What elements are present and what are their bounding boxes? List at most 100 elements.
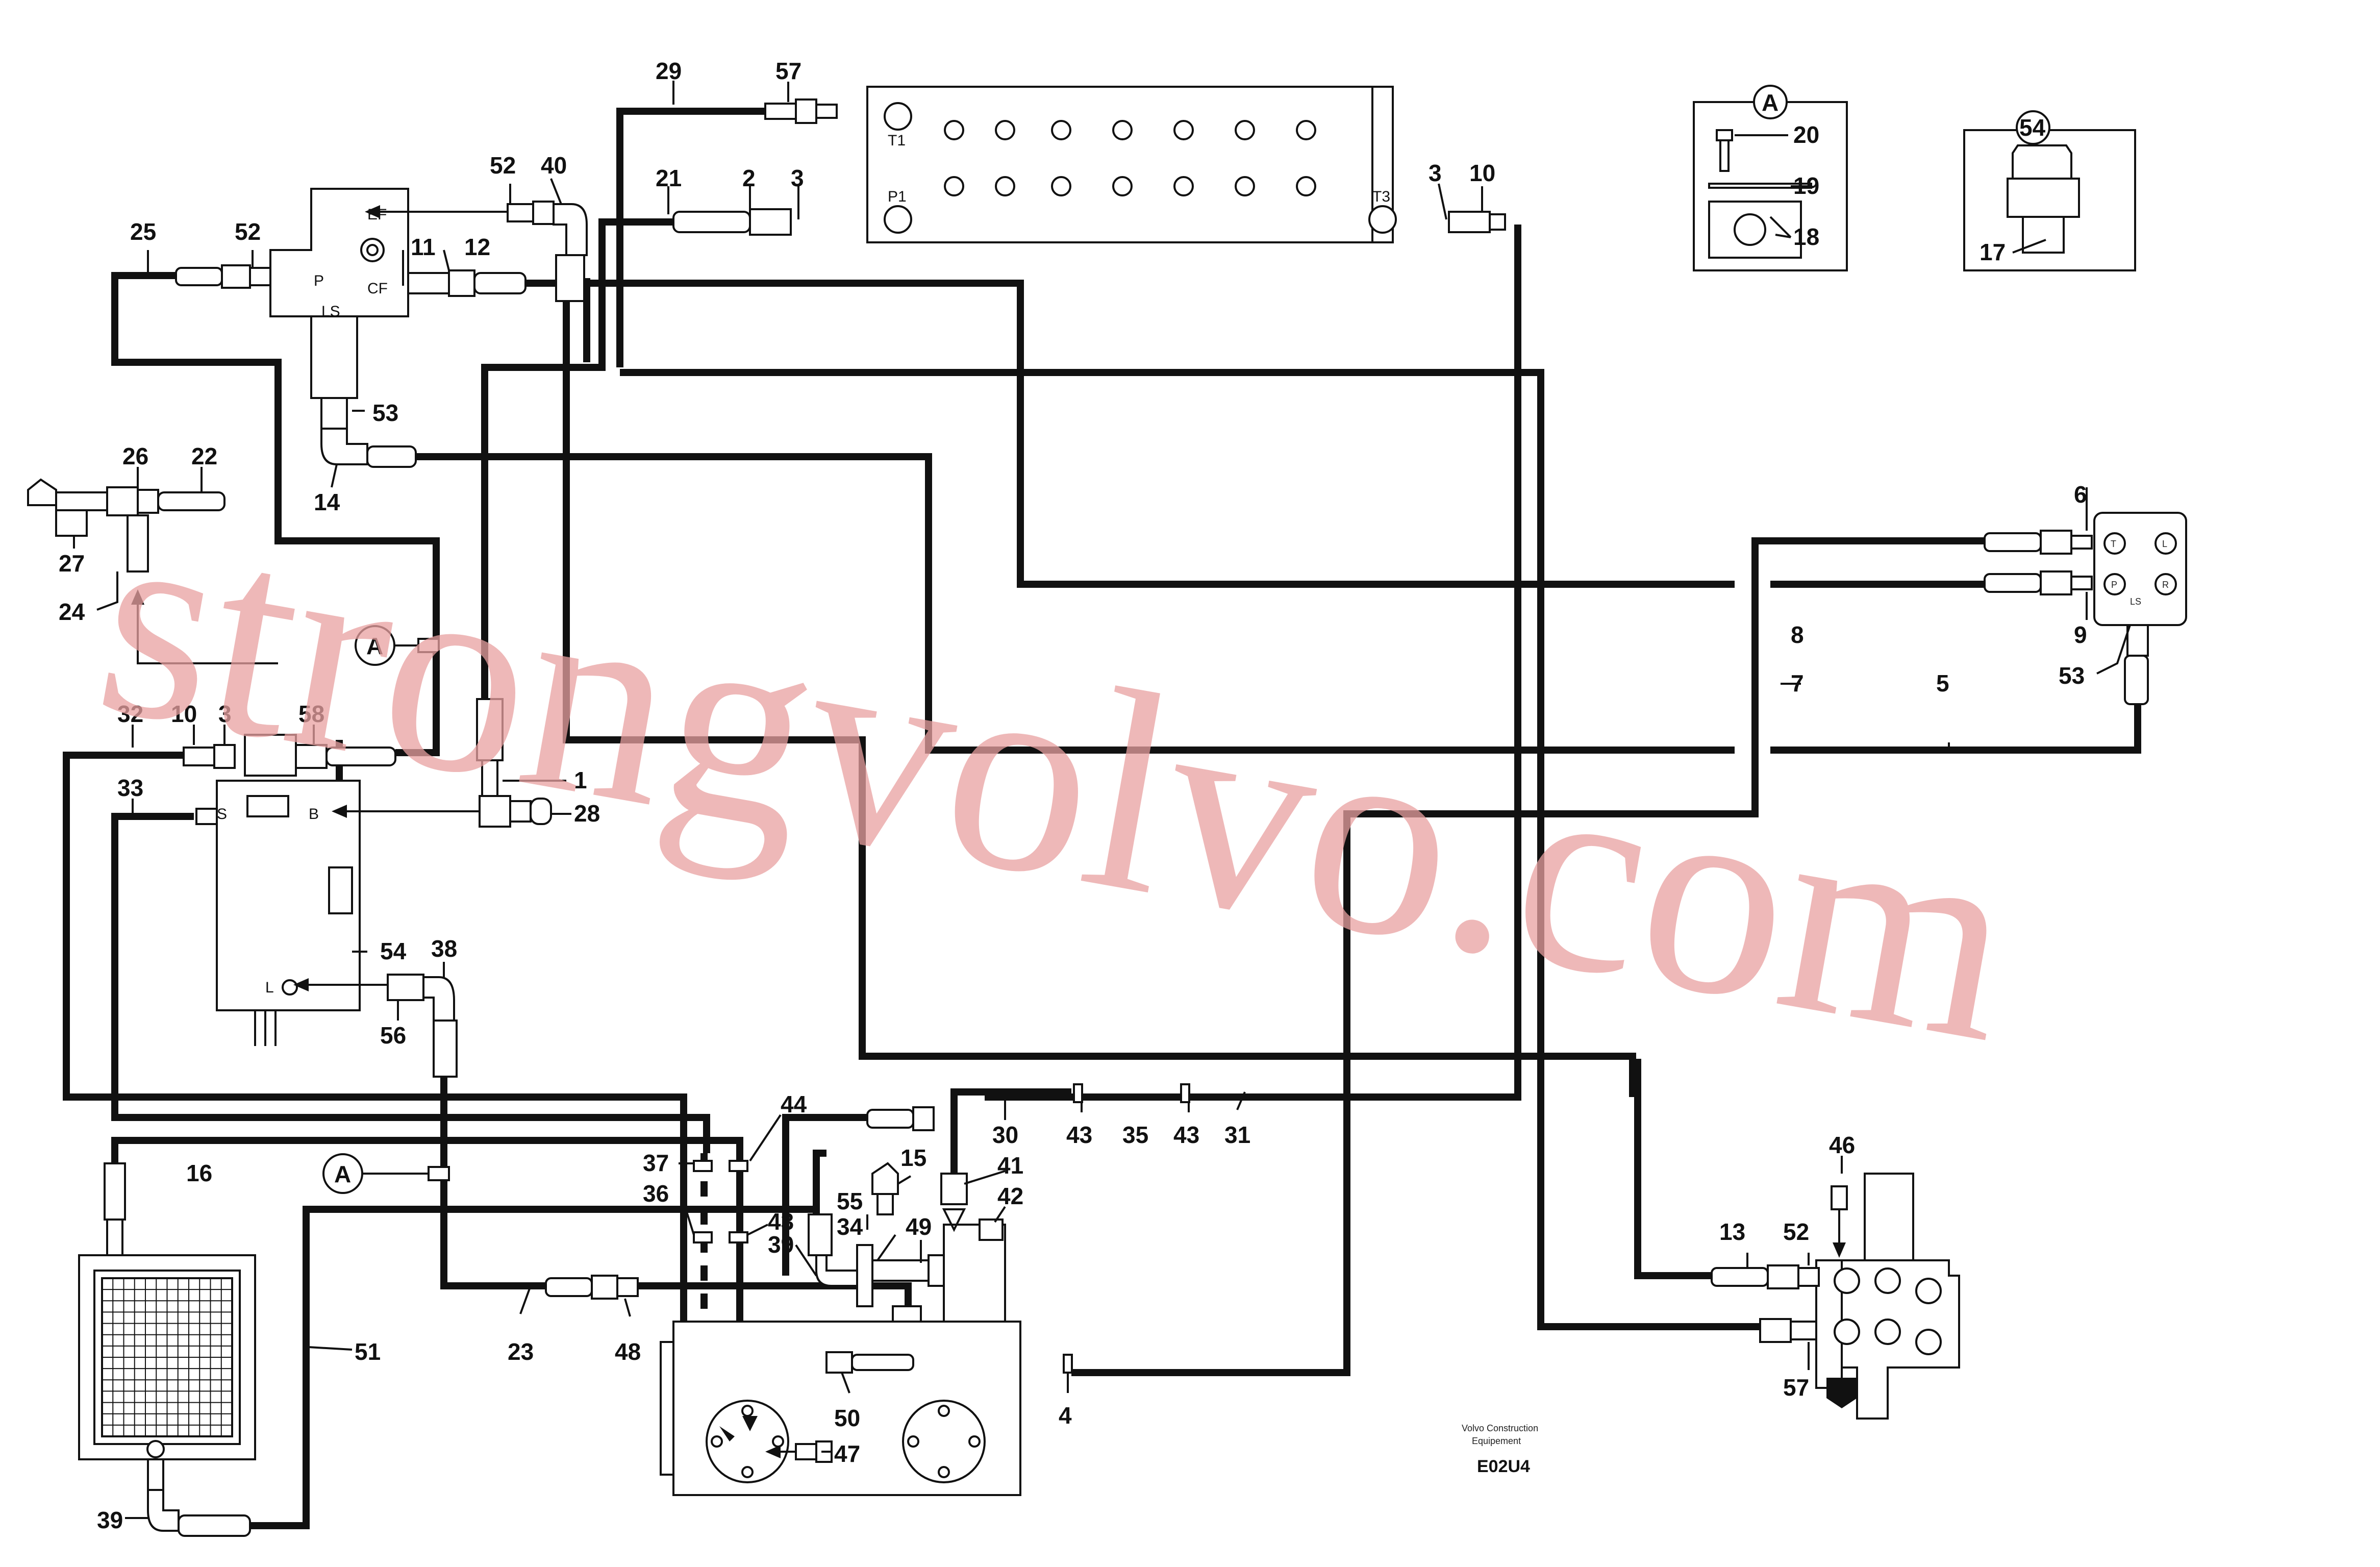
pipe-14-right (1770, 704, 2141, 754)
fitting-58 (295, 744, 396, 769)
detail-a-callout: A (1762, 89, 1778, 116)
label-35: 35 (1122, 1122, 1148, 1148)
label-40: 40 (541, 152, 567, 179)
fitting-57-top (764, 98, 838, 124)
label-3-right: 3 (1429, 160, 1442, 186)
label-43-mid-right: 43 (1173, 1122, 1199, 1148)
fitting-52-p (175, 264, 271, 289)
label-47: 47 (834, 1440, 860, 1467)
pipe-32 (63, 752, 687, 1337)
company-name-line2: Equipement (1472, 1436, 1521, 1446)
pilot-control-block: T1 P1 T3 (866, 86, 1397, 243)
sb-valve-block: S B L (216, 734, 480, 1046)
label-31: 31 (1224, 1122, 1250, 1148)
label-1: 1 (574, 767, 587, 793)
label-4: 4 (1059, 1402, 1072, 1429)
label-3-top: 3 (791, 165, 804, 191)
pump-assembly (660, 1224, 1021, 1496)
label-39-center: 39 (768, 1231, 794, 1258)
fitting-52-ef (507, 201, 588, 302)
port-t1 (884, 102, 912, 131)
fitting-10-top (1448, 211, 1506, 233)
port-label-t1: T1 (888, 132, 906, 149)
pedal-port-r: R (2162, 580, 2169, 590)
label-36: 36 (643, 1180, 669, 1207)
title-block: Volvo Construction Equipement E02U4 (1462, 1423, 1538, 1476)
label-34: 34 (837, 1213, 863, 1240)
pedal-port-ls: LS (2130, 596, 2141, 607)
priority-valve: EF CF P LS (269, 188, 510, 399)
ref-a-callout-1-text: A (366, 633, 383, 659)
label-9: 9 (2074, 621, 2087, 648)
pipe-48 (638, 1282, 912, 1306)
label-54-left: 54 (380, 938, 407, 964)
label-20: 20 (1793, 121, 1819, 148)
label-22: 22 (191, 443, 217, 469)
label-17: 17 (1980, 239, 2006, 265)
pipe-33 (111, 813, 710, 1153)
fitting-21-2 (672, 208, 792, 236)
valve-41-42 (940, 1173, 1004, 1241)
label-2: 2 (742, 165, 756, 191)
label-7: 7 (1791, 670, 1804, 697)
label-50: 50 (834, 1405, 860, 1431)
fitting-50 (825, 1351, 914, 1374)
label-55: 55 (837, 1188, 863, 1214)
port-label-cf: CF (367, 280, 388, 297)
fitting-54-56-38 (328, 866, 458, 1078)
label-38: 38 (431, 935, 457, 962)
label-39-bottom: 39 (97, 1507, 123, 1533)
port-t3 (1368, 205, 1397, 234)
pedal-valve: T L P R LS (1984, 512, 2187, 705)
fitting-11-12 (407, 269, 527, 297)
label-57-top: 57 (775, 58, 801, 84)
label-33: 33 (117, 775, 143, 801)
oil-cooler (78, 1162, 256, 1537)
label-32: 32 (117, 701, 143, 727)
label-43-center: 43 (768, 1208, 794, 1235)
fitting-44 (866, 1106, 935, 1131)
ref-a-marker-1 (393, 638, 440, 653)
label-21: 21 (656, 165, 682, 191)
cooler-grid (102, 1278, 232, 1436)
label-42: 42 (997, 1183, 1023, 1209)
label-43-mid-left: 43 (1066, 1122, 1092, 1148)
pipe-29 (583, 108, 765, 367)
pipe-30 (950, 1088, 1071, 1174)
leader-lines (73, 81, 2131, 1519)
position-numbers: 29 57 21 2 3 3 10 52 40 25 52 11 12 53 1… (59, 58, 2087, 1533)
pedal-port-l: L (2162, 539, 2167, 549)
port-label-ls: LS (321, 303, 340, 320)
label-57-right: 57 (1783, 1374, 1809, 1401)
tee-group-26 (27, 478, 278, 664)
pipe-23 (440, 1051, 546, 1289)
pipe-cf (525, 280, 1735, 588)
label-25: 25 (130, 218, 156, 245)
label-12: 12 (464, 234, 490, 260)
label-26: 26 (122, 443, 148, 469)
ref-a-marker-2 (362, 1166, 450, 1181)
fitting-32-10-3 (183, 744, 236, 769)
pipe-25 (111, 272, 440, 756)
label-58: 58 (298, 701, 324, 727)
label-28: 28 (574, 800, 600, 827)
fitting-23-48 (545, 1275, 639, 1300)
label-15: 15 (900, 1145, 926, 1171)
ref-a-callout-2: A (322, 1153, 363, 1194)
port-label-p1: P1 (888, 188, 907, 205)
pipe-10 (985, 225, 1521, 1101)
label-14: 14 (314, 489, 340, 515)
label-6: 6 (2074, 481, 2087, 508)
label-29: 29 (656, 58, 682, 84)
valve-group-34-55-49 (808, 1162, 945, 1307)
lower-control-valve (1711, 1173, 1960, 1420)
label-49: 49 (906, 1213, 932, 1240)
port-label-p: P (314, 272, 324, 289)
label-44: 44 (781, 1091, 807, 1117)
label-37: 37 (643, 1150, 669, 1176)
label-46: 46 (1829, 1132, 1855, 1158)
block-holes-top-row (944, 120, 1316, 196)
label-52-ef: 52 (490, 152, 516, 179)
label-51: 51 (355, 1338, 381, 1365)
